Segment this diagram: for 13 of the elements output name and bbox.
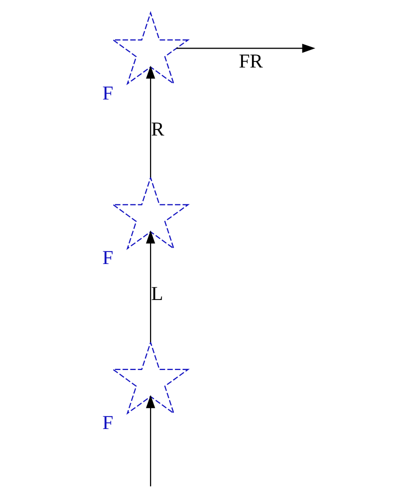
edge-label: FR: [238, 50, 263, 72]
node-label: F: [102, 247, 114, 270]
arrow: [146, 66, 156, 178]
arrow: [146, 230, 156, 342]
arrow: [176, 44, 316, 53]
node-star: [111, 11, 190, 86]
node-star: [111, 340, 190, 415]
edge-label: L: [151, 283, 164, 306]
node-label: F: [102, 412, 114, 434]
node-star: [111, 176, 190, 250]
arrow: [146, 394, 156, 486]
node-label: F: [102, 82, 114, 104]
edge-label: R: [151, 118, 164, 140]
